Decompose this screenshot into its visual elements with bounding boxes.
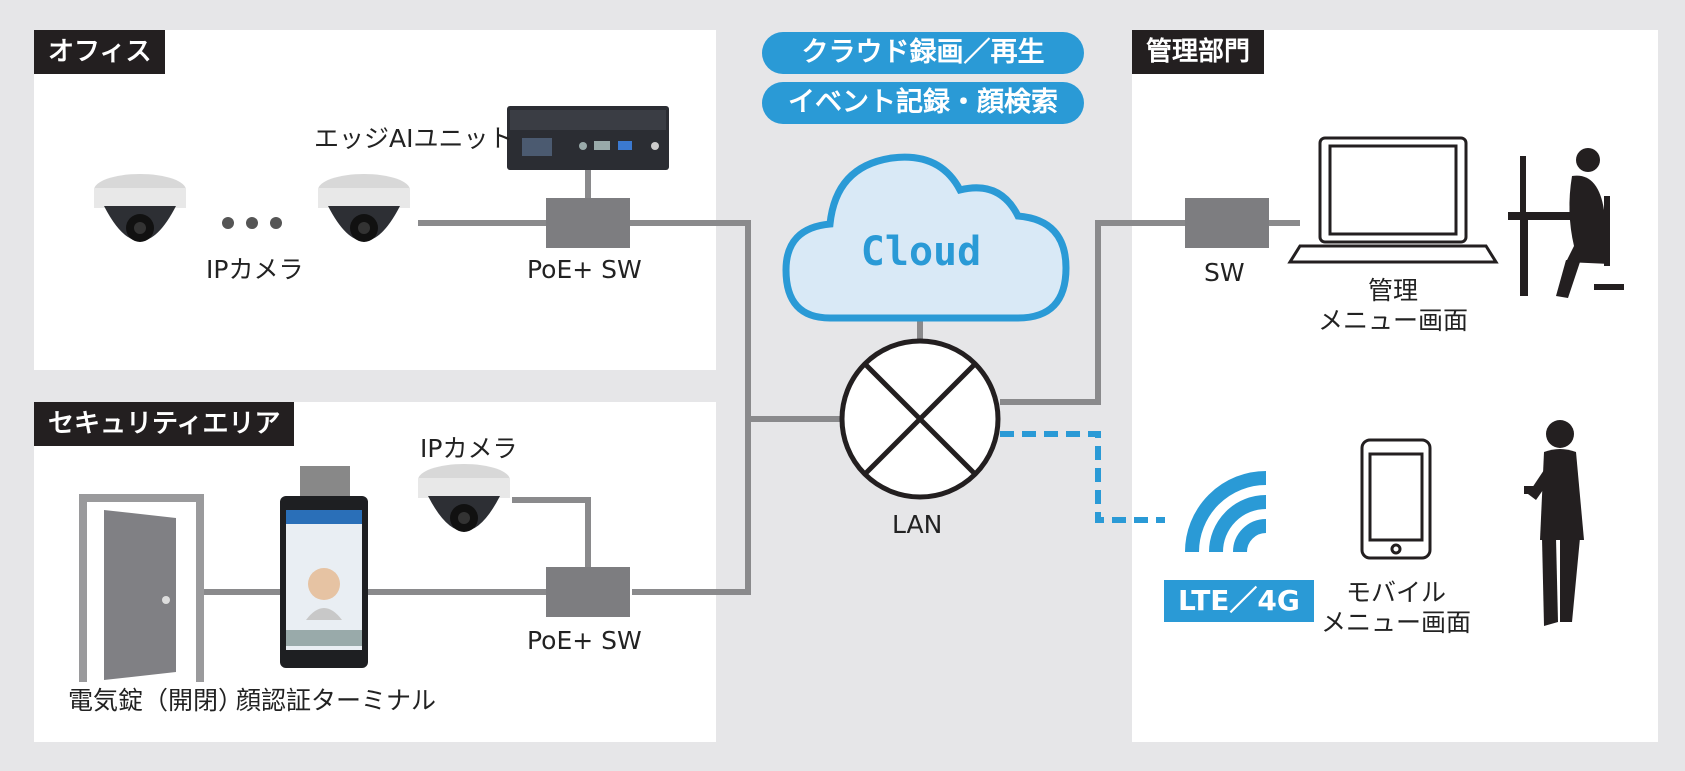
ip-camera-2-icon bbox=[318, 174, 410, 242]
poe-switch-security-icon bbox=[546, 567, 630, 617]
ip-camera-security-label: IPカメラ bbox=[420, 434, 518, 463]
sw-management-label: SW bbox=[1204, 258, 1245, 287]
standing-person-icon bbox=[1524, 420, 1584, 626]
person-at-desk-icon bbox=[1508, 148, 1624, 298]
wireless-connection bbox=[1000, 431, 1165, 523]
ellipsis-dots-icon bbox=[222, 217, 282, 229]
face-terminal-label: 顔認証ターミナル bbox=[236, 686, 437, 715]
security-area-tag: セキュリティエリア bbox=[34, 402, 295, 446]
wireless-signal-icon bbox=[1185, 471, 1267, 553]
lte-4g-badge: LTE／4G bbox=[1164, 580, 1314, 622]
cloud-icon bbox=[782, 153, 1070, 322]
cloud-label: Cloud bbox=[860, 229, 982, 275]
cloud-service-events-pill: イベント記録・顔検索 bbox=[762, 82, 1084, 124]
ip-camera-office-label: IPカメラ bbox=[206, 255, 304, 284]
laptop-icon bbox=[1287, 136, 1499, 264]
mobile-menu-label-line2: メニュー画面 bbox=[1320, 608, 1471, 637]
poe-switch-office-label: PoE+ SW bbox=[527, 255, 642, 284]
electric-lock-label: 電気錠（開閉） bbox=[68, 686, 244, 715]
management-menu-label-line1: 管理 bbox=[1367, 276, 1418, 305]
poe-switch-office-icon bbox=[546, 198, 630, 248]
edge-ai-unit-label: エッジAIユニット bbox=[314, 124, 514, 153]
door-icon bbox=[79, 494, 204, 682]
cloud-service-recording-pill: クラウド録画／再生 bbox=[762, 32, 1084, 74]
lan-router-icon bbox=[839, 338, 1001, 500]
office-area-tag: オフィス bbox=[34, 30, 166, 74]
lan-label: LAN bbox=[892, 510, 943, 539]
face-recognition-terminal-icon bbox=[280, 466, 368, 668]
ip-camera-1-icon bbox=[94, 174, 186, 242]
wired-connections bbox=[200, 170, 1300, 595]
mobile-menu-label-line1: モバイル bbox=[1345, 578, 1446, 607]
poe-switch-security-label: PoE+ SW bbox=[527, 626, 642, 655]
sw-management-icon bbox=[1185, 198, 1269, 248]
tablet-icon bbox=[1360, 438, 1432, 560]
management-menu-label-line2: メニュー画面 bbox=[1317, 306, 1468, 335]
ip-camera-security-icon bbox=[418, 464, 510, 532]
edge-ai-unit-icon bbox=[507, 106, 669, 170]
management-area-tag: 管理部門 bbox=[1132, 30, 1265, 74]
